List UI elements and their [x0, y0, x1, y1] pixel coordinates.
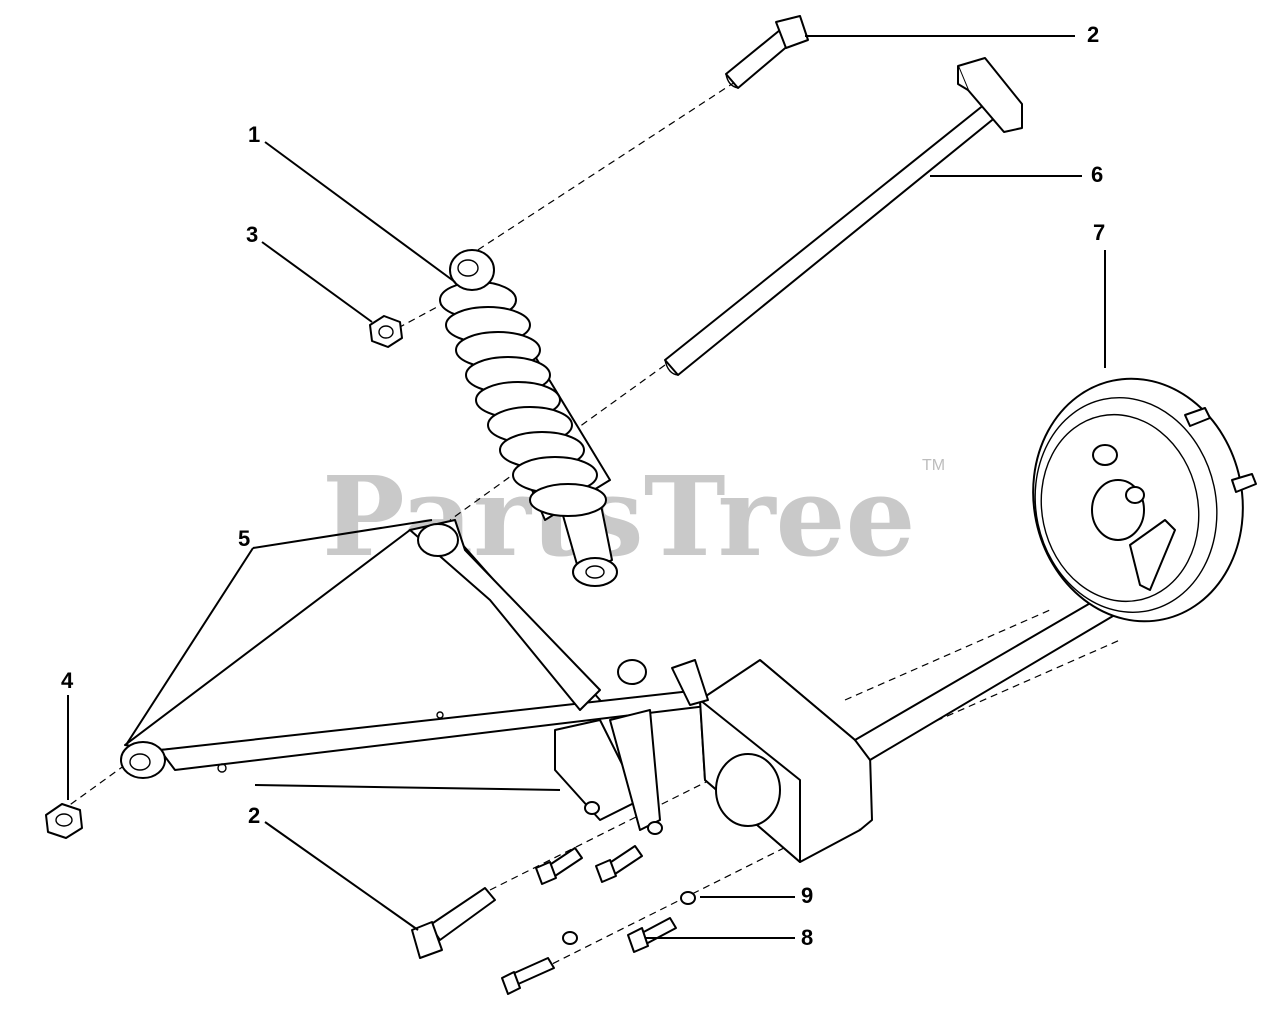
- coil-spring: [439, 281, 607, 517]
- brake-drum: [1032, 377, 1257, 623]
- leader-1: [264, 141, 456, 283]
- callout-9: 9: [801, 883, 813, 908]
- bolt-bottom: [411, 887, 496, 959]
- callout-6: 6: [1091, 162, 1103, 187]
- callout-5: 5: [238, 526, 250, 551]
- callout-leaders: [67, 35, 1106, 939]
- axle-housing: [671, 659, 873, 863]
- callout-3: 3: [246, 222, 258, 247]
- bolt-axis-line-top: [469, 81, 736, 256]
- lower-bolt-axis-line-2: [509, 839, 801, 986]
- callout-1: 1: [248, 122, 260, 147]
- small-fasteners: [501, 801, 696, 995]
- callout-labels: 2 1 6 3 7 5 4 2 9 8: [61, 22, 1105, 950]
- callout-2-top: 2: [1087, 22, 1099, 47]
- axle-axis-line-2: [869, 639, 1121, 751]
- leader-5b: [125, 547, 254, 746]
- pivot-axis-line: [59, 764, 126, 813]
- nut-upper: [369, 315, 403, 348]
- leader-2-bottom: [264, 821, 419, 931]
- bolt-top: [725, 15, 809, 89]
- callout-7: 7: [1093, 220, 1105, 245]
- leader-arm-edge: [254, 784, 561, 791]
- callout-2-bottom: 2: [248, 803, 260, 828]
- leader-5a: [252, 519, 433, 549]
- callout-8: 8: [801, 925, 813, 950]
- watermark-trademark: TM: [922, 457, 945, 474]
- swing-arm: [120, 519, 716, 831]
- rod-with-bracket: [664, 57, 1023, 376]
- leader-3: [261, 241, 373, 323]
- nut-lower: [45, 803, 83, 839]
- shock-absorber: [439, 249, 618, 587]
- axle-axis-line: [844, 609, 1051, 701]
- callout-4: 4: [61, 668, 74, 693]
